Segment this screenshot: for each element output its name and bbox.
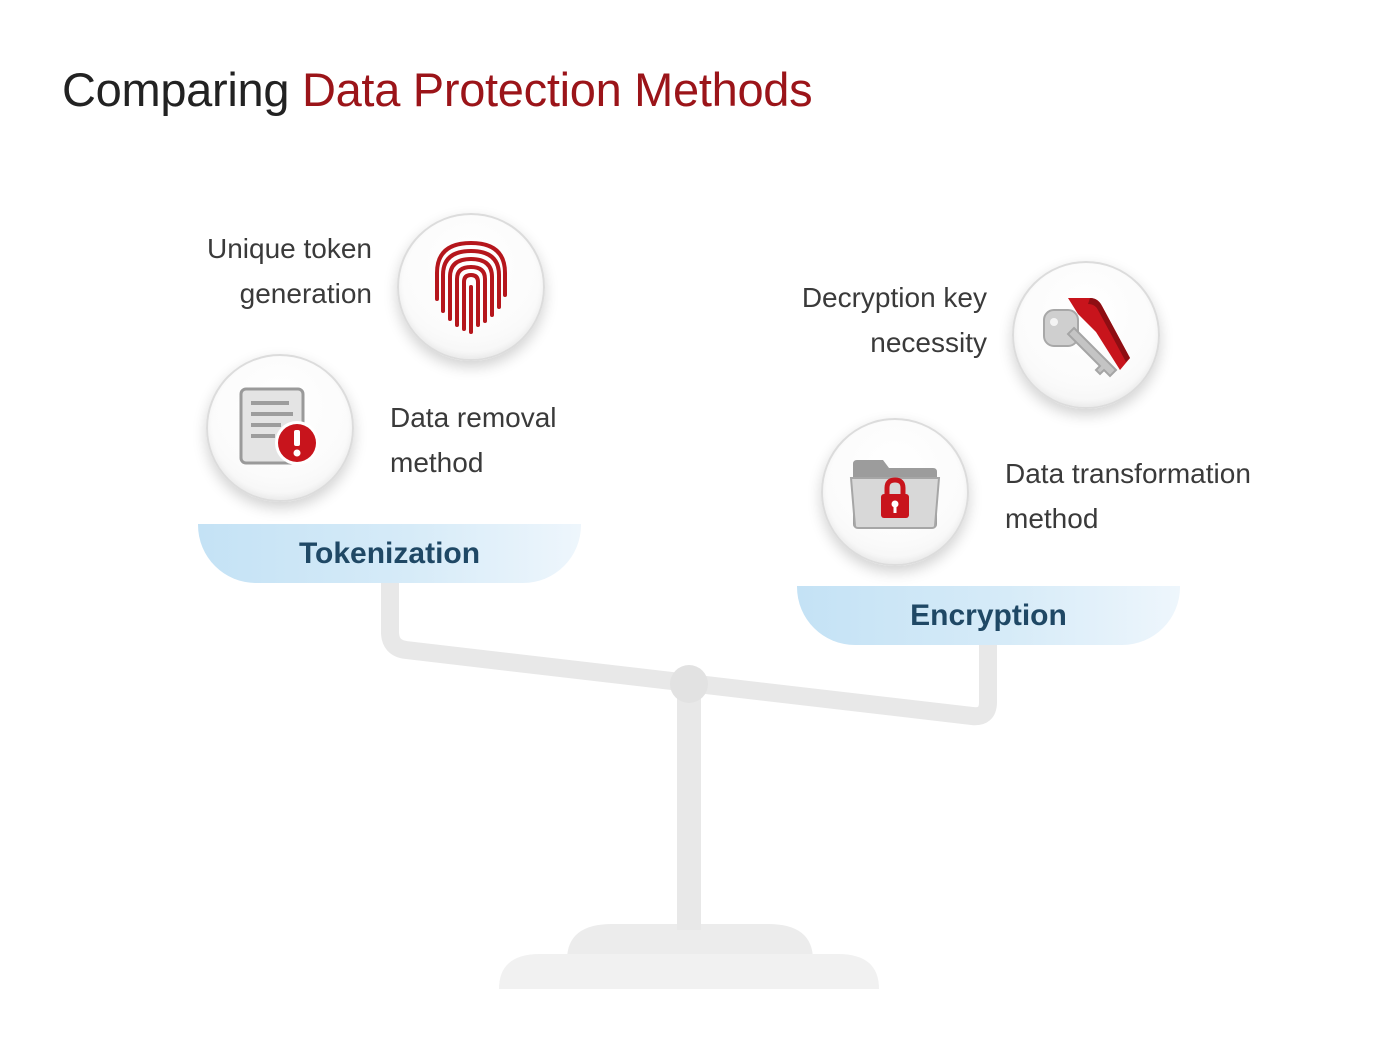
page-title: Comparing Data Protection Methods (62, 62, 813, 117)
tokenization-pan: Tokenization (198, 524, 581, 583)
document-alert-badge (206, 354, 354, 502)
key-badge (1012, 261, 1160, 409)
feature-label-data-removal: Data removal method (390, 402, 557, 478)
feature-label-unique-token: Unique token generation (206, 233, 372, 309)
fingerprint-icon (435, 240, 507, 334)
encryption-pan: Encryption (797, 586, 1180, 645)
scale-base-upper (567, 924, 813, 960)
title-prefix: Comparing (62, 63, 290, 116)
encryption-label: Encryption (910, 598, 1067, 632)
scale-pivot (670, 665, 708, 703)
tokenization-label: Tokenization (298, 536, 481, 570)
key-icon (1043, 298, 1130, 378)
scale-post (677, 690, 701, 930)
scale-base-lower (499, 954, 879, 989)
title-highlight: Data Protection Methods (301, 63, 813, 116)
feature-label-decryption-key: Decryption key necessity (801, 282, 987, 358)
feature-label-data-transformation: Data transformation method (1005, 458, 1251, 534)
locked-folder-icon (849, 460, 941, 529)
locked-folder-badge (821, 418, 969, 566)
fingerprint-badge (397, 213, 545, 361)
document-alert-icon (239, 387, 319, 465)
